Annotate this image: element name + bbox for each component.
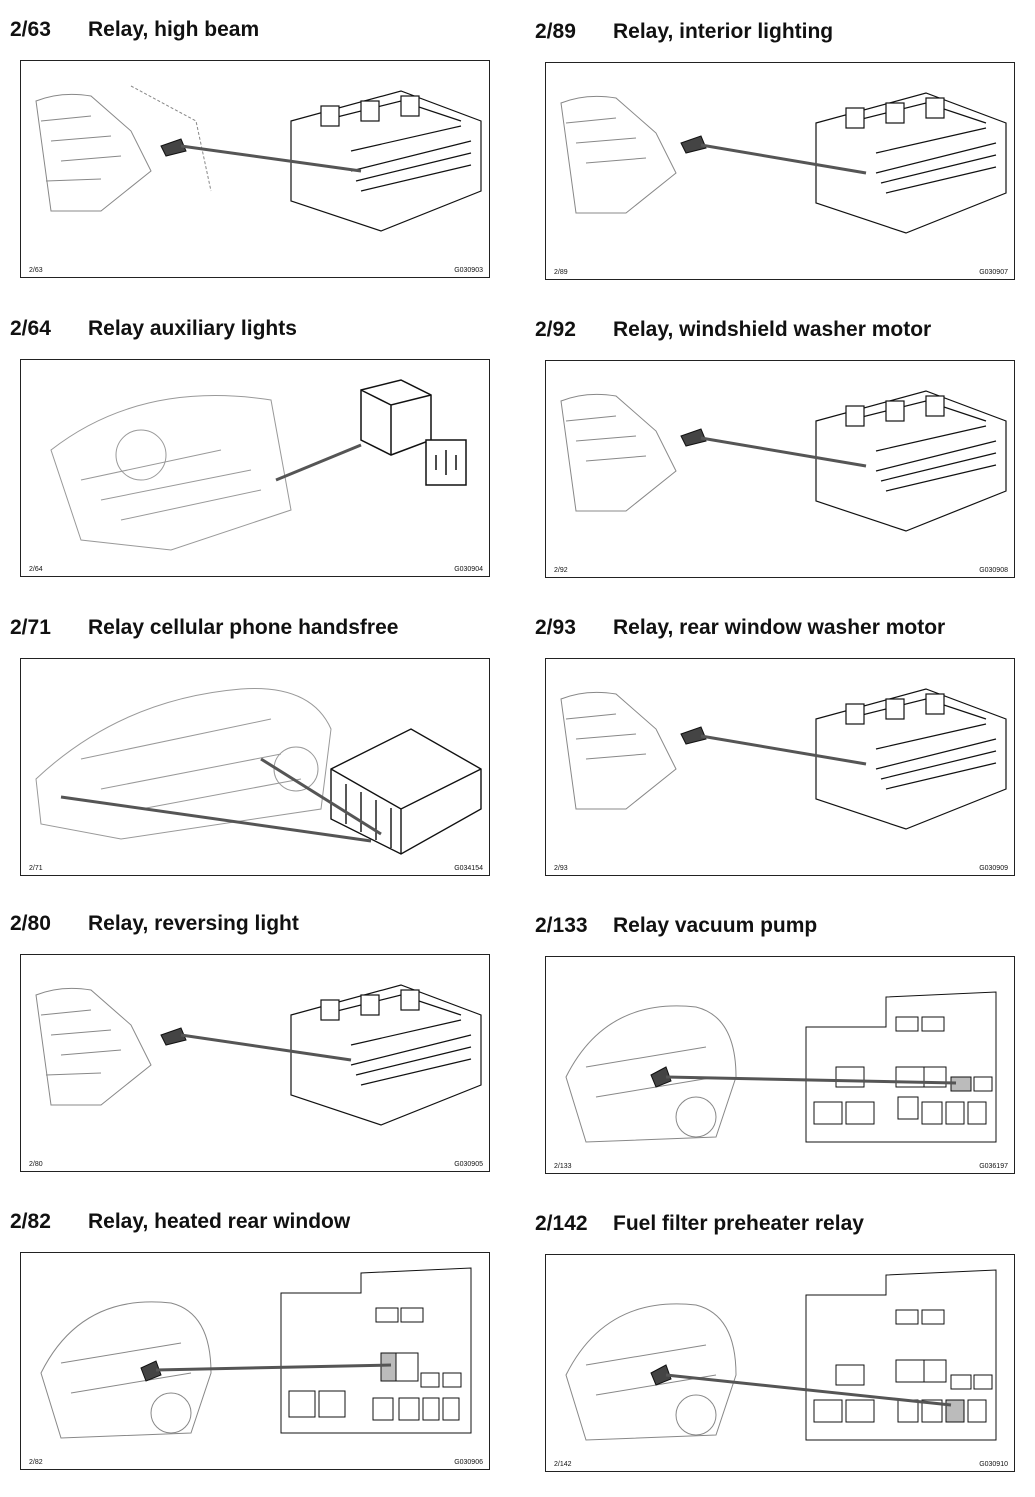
item-title: Relay vacuum pump: [613, 914, 818, 937]
figure-id: 2/64: [29, 566, 43, 573]
item-title: Relay cellular phone handsfree: [88, 616, 399, 639]
figure-id: 2/89: [554, 269, 568, 276]
figure-id: 2/82: [29, 1459, 43, 1466]
figure-code: G030903: [454, 267, 483, 274]
figure-code: G030910: [979, 1461, 1008, 1468]
figure-panel: 2/82 G030906: [20, 1252, 490, 1470]
figure-id: 2/142: [554, 1461, 572, 1468]
figure-panel: 2/142 G030910: [545, 1254, 1015, 1472]
figure-id: 2/133: [554, 1163, 572, 1170]
fusebox-illustration: [35, 984, 482, 1126]
item-title: Relay, interior lighting: [613, 20, 834, 43]
item-code: 2/142: [535, 1212, 588, 1235]
item-code: 2/93: [535, 616, 576, 639]
item-code: 2/80: [10, 912, 51, 935]
item-code: 2/64: [10, 317, 51, 340]
engine-fusebox-illustration: [565, 1269, 997, 1441]
figure-panel: 2/133 G036197: [545, 956, 1015, 1174]
figure-id: 2/93: [554, 865, 568, 872]
figure-panel: 2/80 G030905: [20, 954, 490, 1172]
figure-id: 2/92: [554, 567, 568, 574]
item-title: Relay, high beam: [88, 18, 260, 41]
item-title: Relay, windshield washer motor: [613, 318, 932, 341]
fusebox-illustration: [560, 92, 1007, 234]
figure-code: G030906: [454, 1459, 483, 1466]
item-title: Relay, heated rear window: [88, 1210, 351, 1233]
item-title: Relay, reversing light: [88, 912, 299, 935]
figure-code: G030908: [979, 567, 1008, 574]
figure-panel: 2/64 G030904: [20, 359, 490, 577]
figure-code: G036197: [979, 1163, 1008, 1170]
figure-panel: 2/89 G030907: [545, 62, 1015, 280]
item-code: 2/82: [10, 1210, 51, 1233]
item-title: Relay, rear window washer motor: [613, 616, 946, 639]
item-code: 2/63: [10, 18, 51, 41]
item-code: 2/89: [535, 20, 576, 43]
figure-code: G030909: [979, 865, 1008, 872]
figure-code: G034154: [454, 865, 483, 872]
fusebox-illustration: [560, 390, 1007, 532]
engine-fusebox-illustration: [40, 1267, 472, 1439]
figure-id: 2/63: [29, 267, 43, 274]
item-title: Relay auxiliary lights: [88, 317, 297, 340]
figure-panel: 2/63 G030903: [20, 60, 490, 278]
item-code: 2/133: [535, 914, 588, 937]
engine-fusebox-illustration: [565, 991, 997, 1143]
figure-code: G030907: [979, 269, 1008, 276]
item-code: 2/92: [535, 318, 576, 341]
figure-panel: 2/92 G030908: [545, 360, 1015, 578]
phone-module-illustration: [35, 688, 482, 855]
figure-code: G030904: [454, 566, 483, 573]
figure-id: 2/71: [29, 865, 43, 872]
relay-illustration: [50, 379, 467, 551]
figure-panel: 2/71 G034154: [20, 658, 490, 876]
figure-panel: 2/93 G030909: [545, 658, 1015, 876]
fusebox-illustration: [560, 688, 1007, 830]
item-title: Fuel filter preheater relay: [613, 1212, 864, 1235]
figure-code: G030905: [454, 1161, 483, 1168]
figure-id: 2/80: [29, 1161, 43, 1168]
item-code: 2/71: [10, 616, 51, 639]
fusebox-illustration: [35, 85, 482, 232]
